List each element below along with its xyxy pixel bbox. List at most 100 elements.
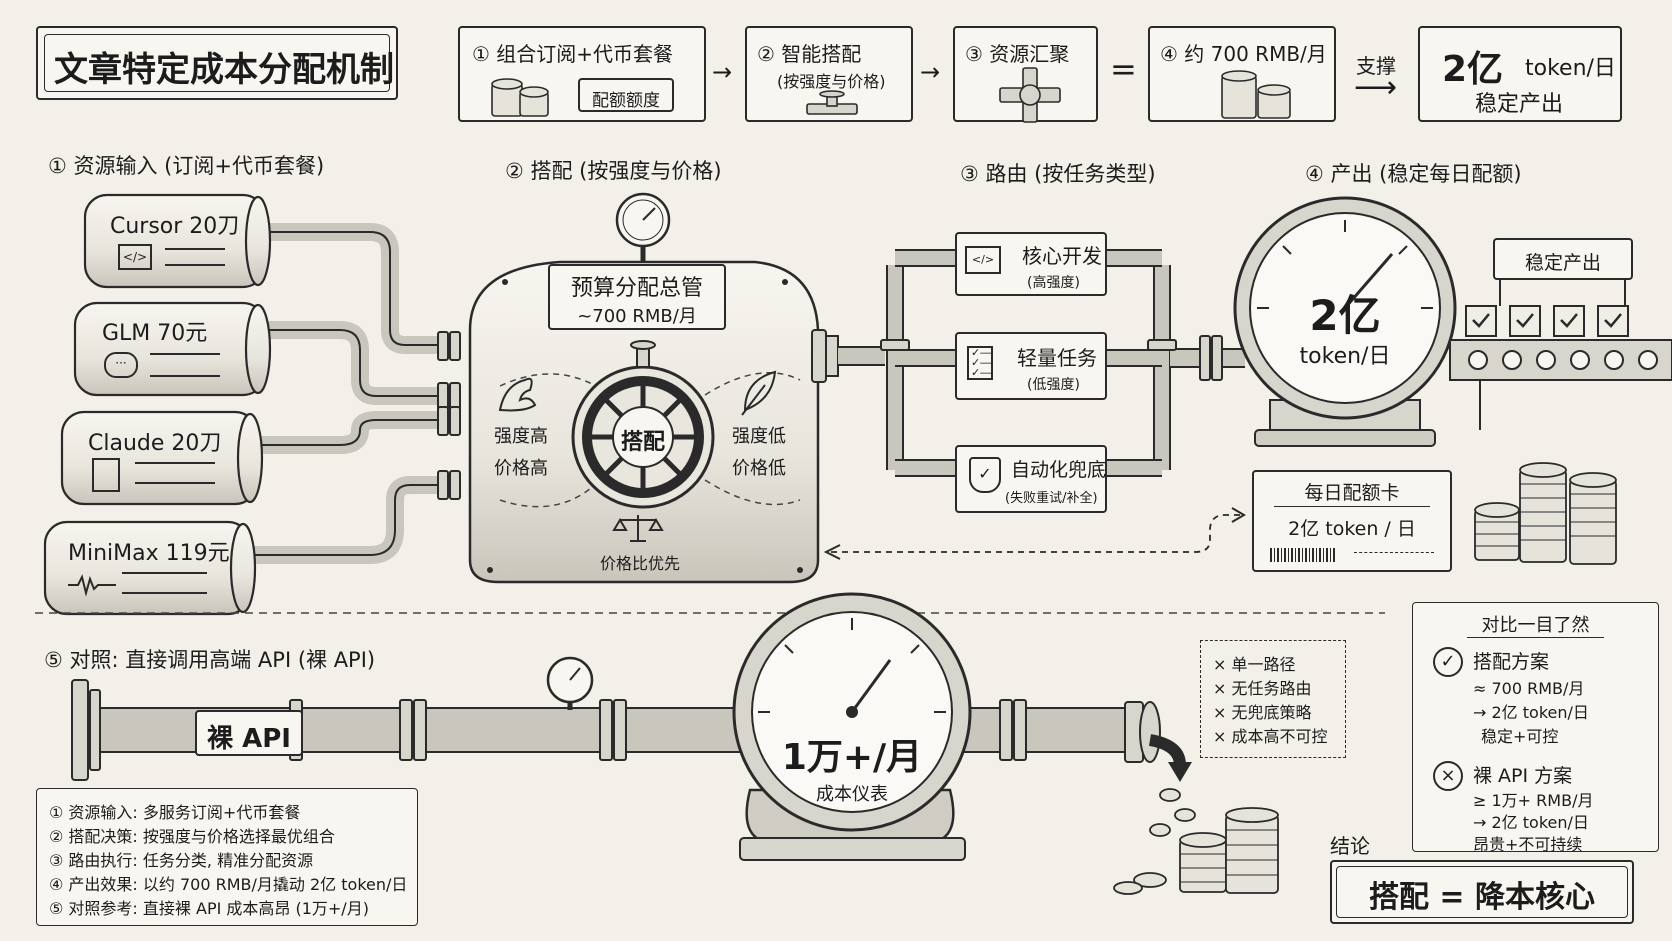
route-light-sub: (低强度) [1027,377,1080,393]
budget-right-bottom: 价格低 [732,458,786,479]
tank-minimax-label: MiniMax 119元 [68,541,230,566]
flow-equals: = [1110,50,1137,88]
legend-item: ③ 路由执行: 任务分类, 精准分配资源 [49,851,314,870]
route-light: ✓―✓―✓― 轻量任务 (低强度) [955,332,1107,400]
page-title-box: 文章特定成本分配机制 [36,26,398,100]
naked-api-label: 裸 API [207,724,291,754]
stable-output-sign: 稳定产出 [1493,238,1633,280]
code-icon: </> [118,244,152,270]
route-fallback: ✓ 自动化兜底 (失败重试/补全) [955,445,1107,513]
barcode-icon [1270,548,1336,562]
cross-list-item: × 成本高不可控 [1213,727,1328,746]
flow-result-sub: 稳定产出 [1475,92,1564,117]
tank-claude-label: Claude 20刀 [88,431,222,456]
scales-icon [612,515,664,542]
flow-result-unit: token/日 [1525,56,1616,81]
route-core-dev-label: 核心开发 [1022,244,1102,268]
cross-list-item: × 单一路径 [1213,655,1296,674]
route-core-dev: </> 核心开发 (高强度) [955,232,1107,296]
arrow-icon: → [920,58,941,86]
arrow-icon: ⟶ [1354,70,1398,105]
legend-item: ① 资源输入: 多服务订阅+代币套餐 [49,803,301,822]
pipe-junction-icon [999,67,1061,123]
cross-circle-icon: × [1433,761,1463,791]
cross-list-item: × 无任务路由 [1213,679,1312,698]
flow-step-2: ② 智能搭配 (按强度与价格) [745,26,913,122]
plan-b-line: 昂贵+不可持续 [1473,835,1583,854]
budget-wheel-label: 搭配 [620,430,665,455]
waveform-icon [68,574,116,597]
plan-b-title: 裸 API 方案 [1473,765,1573,787]
section-input-title: ① 资源输入 (订阅+代币套餐) [48,154,325,178]
compare-panel-title: 对比一目了然 [1481,615,1590,636]
output-gauge-unit: token/日 [1299,344,1391,369]
plan-b-line: ≥ 1万+ RMB/月 [1473,791,1594,810]
quota-tag-label: 配额额度 [592,91,660,111]
flow-result-big: 2亿 [1442,49,1504,90]
budget-bottom: 价格比优先 [600,554,681,573]
plan-a-title: 搭配方案 [1473,651,1550,673]
budget-right-top: 强度低 [732,426,786,447]
daily-quota-value: 2亿 token / 日 [1288,518,1416,540]
monitor-code-icon: </> [965,246,1001,274]
budget-title: 预算分配总管 [570,276,703,301]
flow-step-2-sub: (按强度与价格) [777,72,886,91]
budget-amount: ~700 RMB/月 [577,306,697,327]
budget-left-top: 强度高 [494,426,548,447]
section-route-title: ③ 路由 (按任务类型) [960,162,1156,186]
cost-gauge-label: 成本仪表 [816,784,888,805]
checklist-icon: ✓―✓―✓― [967,346,993,380]
legend-item: ④ 产出效果: 以约 700 RMB/月撬动 2亿 token/日 [49,875,408,894]
muscle-icon [498,377,537,412]
route-fallback-sub: (失败重试/补全) [1005,491,1098,506]
route-core-dev-sub: (高强度) [1027,275,1080,291]
tank-lines [122,572,207,594]
coins-icon [1221,70,1291,119]
tank-cursor-label: Cursor 20刀 [110,214,240,239]
section-match-title: ② 搭配 (按强度与价格) [505,159,722,183]
flow-step-1-label: ① 组合订阅+代币套餐 [472,42,674,66]
route-fallback-label: 自动化兜底 [1011,459,1107,481]
check-circle-icon: ✓ [1433,647,1463,677]
plan-a-line: 稳定+可控 [1481,727,1559,746]
budget-left-bottom: 价格高 [494,458,548,479]
flow-step-3-label: ③ 资源汇聚 [965,42,1070,66]
feather-icon [741,370,777,416]
tank-lines [165,248,225,266]
shield-check-icon: ✓ [969,457,1001,493]
conclusion-label: 结论 [1330,834,1370,858]
legend-item: ② 搭配决策: 按强度与价格选择最优组合 [49,827,335,846]
coins-icon [491,78,549,117]
section-compare-title: ⑤ 对照: 直接调用高端 API (裸 API) [44,648,376,672]
quota-tag: 配额额度 [578,78,674,112]
flow-step-4: ④ 约 700 RMB/月 [1148,26,1336,122]
tank-lines [135,462,215,484]
route-light-label: 轻量任务 [1017,346,1097,370]
valve-icon [806,90,858,115]
flow-step-4-label: ④ 约 700 RMB/月 [1160,42,1327,66]
page-title: 文章特定成本分配机制 [54,50,394,90]
tank-lines [150,353,220,377]
tank-glm-label: GLM 70元 [102,321,208,346]
arrow-icon: → [712,58,733,86]
naked-api-label-box: 裸 API [195,710,303,756]
daily-quota-card: 每日配额卡 2亿 token / 日 [1252,470,1452,572]
legend-item: ⑤ 对照参考: 直接裸 API 成本高昂 (1万+/月) [49,899,369,918]
plan-a-line: ≈ 700 RMB/月 [1473,679,1585,698]
flow-step-2-label: ② 智能搭配 [757,42,862,66]
conclusion-box: 搭配 = 降本核心 [1330,860,1634,924]
section-output-title: ④ 产出 (稳定每日配额) [1305,162,1522,186]
cost-gauge-value: 1万+/月 [781,737,923,778]
flow-step-3: ③ 资源汇聚 [953,26,1098,123]
daily-quota-title: 每日配额卡 [1304,482,1400,504]
conclusion-text: 搭配 = 降本核心 [1368,880,1596,915]
cross-list-item: × 无兜底策略 [1213,703,1312,722]
plan-b-line: → 2亿 token/日 [1473,813,1589,832]
flow-step-1: ① 组合订阅+代币套餐 配额额度 [458,26,706,122]
plan-a-line: → 2亿 token/日 [1473,703,1589,722]
legend-box: ① 资源输入: 多服务订阅+代币套餐 ② 搭配决策: 按强度与价格选择最优组合 … [36,788,418,926]
flow-support-label: 支撑 [1356,54,1396,78]
cross-list: × 单一路径 × 无任务路由 × 无兜底策略 × 成本高不可控 [1200,640,1346,758]
output-gauge-value: 2亿 [1309,291,1381,340]
